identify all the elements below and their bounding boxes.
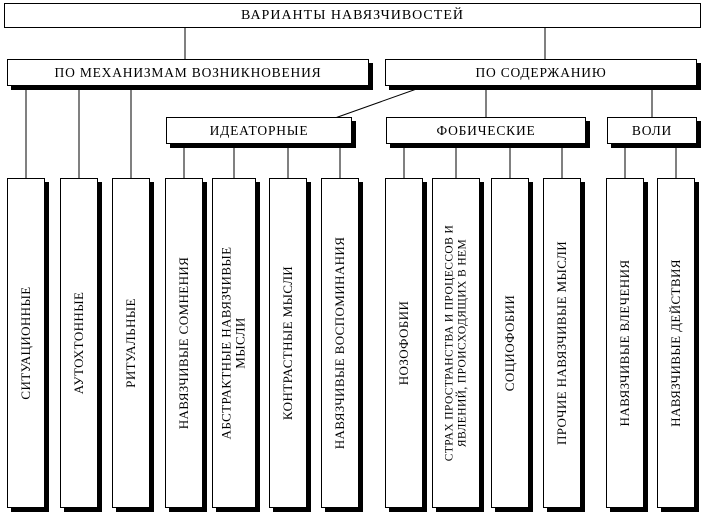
group-ideatory: ИДЕАТОРНЫЕ (166, 117, 352, 144)
branch-by-content-label: ПО СОДЕРЖАНИЮ (475, 64, 607, 80)
branch-by-mechanisms: ПО МЕХАНИЗМАМ ВОЗНИКНОВЕНИЯ (7, 59, 369, 86)
leaf-obsessive-memories-label: НАВЯЗЧИВЫЕ ВОСПОМИНАНИЯ (331, 236, 347, 450)
leaf-obsessive-drives-label: НАВЯЗЧИВЫЕ ВЛЕЧЕНИЯ (616, 259, 632, 427)
leaf-ritual: РИТУАЛЬНЫЕ (112, 178, 150, 508)
group-phobic: ФОБИЧЕСКИЕ (386, 117, 586, 144)
leaf-situational-label: СИТУАЦИОННЫЕ (17, 286, 33, 400)
leaf-nosophobia-label: НОЗОФОБИИ (395, 300, 411, 386)
leaf-obsessive-drives: НАВЯЗЧИВЫЕ ВЛЕЧЕНИЯ (606, 178, 644, 508)
leaf-other-obsessive-thoughts-label: ПРОЧИЕ НАВЯЗЧИВЫЕ МЫСЛИ (553, 240, 569, 446)
group-ideatory-label: ИДЕАТОРНЫЕ (209, 122, 309, 138)
title-box: ВАРИАНТЫ НАВЯЗЧИВОСТЕЙ (4, 3, 701, 28)
leaf-abstract-obsessive-thoughts: АБСТРАКТНЫЕ НАВЯЗЧИВЫЕ МЫСЛИ (212, 178, 256, 508)
leaf-obsessive-doubts-label: НАВЯЗЧИВЫЕ СОМНЕНИЯ (175, 256, 191, 430)
diagram-title: ВАРИАНТЫ НАВЯЗЧИВОСТЕЙ (240, 7, 464, 23)
leaf-ritual-label: РИТУАЛЬНЫЕ (122, 298, 138, 388)
leaf-situational: СИТУАЦИОННЫЕ (7, 178, 45, 508)
leaf-abstract-obsessive-thoughts-label: АБСТРАКТНЫЕ НАВЯЗЧИВЫЕ МЫСЛИ (218, 246, 248, 440)
leaf-space-fear-label: СТРАХ ПРОСТРАНСТВА И ПРОЦЕССОВ И ЯВЛЕНИЙ… (443, 224, 468, 462)
leaf-space-fear: СТРАХ ПРОСТРАНСТВА И ПРОЦЕССОВ И ЯВЛЕНИЙ… (432, 178, 480, 508)
group-phobic-label: ФОБИЧЕСКИЕ (436, 122, 536, 138)
leaf-obsessive-actions: НАВЯЗЧИВЫЕ ДЕЙСТВИЯ (657, 178, 695, 508)
leaf-contrast-thoughts-label: КОНТРАСТНЫЕ МЫСЛИ (279, 265, 295, 421)
branch-by-mechanisms-label: ПО МЕХАНИЗМАМ ВОЗНИКНОВЕНИЯ (54, 64, 322, 80)
branch-by-content: ПО СОДЕРЖАНИЮ (385, 59, 697, 86)
group-volitional-label: ВОЛИ (631, 122, 673, 138)
group-volitional: ВОЛИ (607, 117, 697, 144)
leaf-autochthonous-label: АУТОХТОННЫЕ (70, 291, 86, 395)
leaf-obsessive-actions-label: НАВЯЗЧИВЫЕ ДЕЙСТВИЯ (667, 259, 683, 427)
leaf-autochthonous: АУТОХТОННЫЕ (60, 178, 98, 508)
leaf-other-obsessive-thoughts: ПРОЧИЕ НАВЯЗЧИВЫЕ МЫСЛИ (543, 178, 581, 508)
leaf-sociophobia-label: СОЦИОФОБИИ (501, 294, 517, 392)
leaf-obsessive-doubts: НАВЯЗЧИВЫЕ СОМНЕНИЯ (165, 178, 203, 508)
leaf-contrast-thoughts: КОНТРАСТНЫЕ МЫСЛИ (269, 178, 307, 508)
leaf-obsessive-memories: НАВЯЗЧИВЫЕ ВОСПОМИНАНИЯ (321, 178, 359, 508)
leaf-nosophobia: НОЗОФОБИИ (385, 178, 423, 508)
leaf-sociophobia: СОЦИОФОБИИ (491, 178, 529, 508)
